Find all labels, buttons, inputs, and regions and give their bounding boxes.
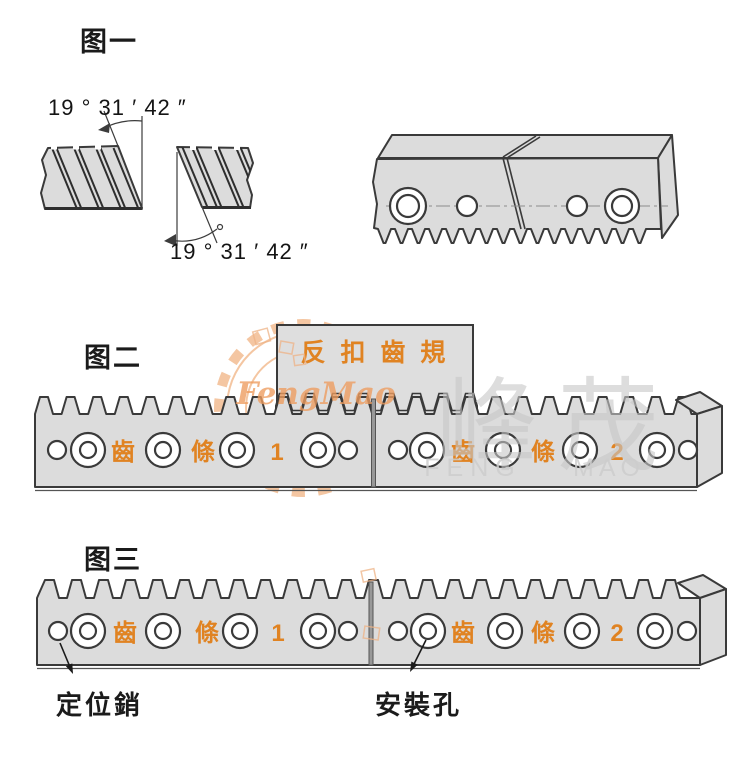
helix-angle-bottom: 19 ° 31 ′ 42 ″ — [170, 239, 309, 264]
counterbore-hole-inner — [153, 440, 173, 460]
arrowhead-icon — [98, 123, 110, 133]
rack2-name-char: 齒 — [451, 620, 475, 647]
gauge-block-border — [276, 324, 474, 414]
tooth-notch — [73, 144, 79, 150]
helix-block-left-stripes — [51, 147, 141, 209]
angle-dimension-top — [98, 110, 143, 210]
watermark-cubes-icon — [251, 327, 381, 641]
pin-hole — [387, 439, 409, 461]
rack2-name-char: 條 — [531, 439, 555, 466]
helix-block-right — [176, 146, 254, 209]
rack2-number: 2 — [610, 620, 623, 647]
mounting-hole-inner — [418, 621, 438, 641]
pin-hole — [676, 620, 698, 642]
arrowhead-icon — [410, 661, 418, 672]
watermark-cn-char: 峰 — [436, 370, 538, 484]
pin-hole — [337, 439, 359, 461]
positioning-pin-label: 定位銷 — [56, 690, 144, 720]
counterbore-hole-inner — [645, 621, 665, 641]
rack1-number: 1 — [270, 439, 283, 466]
figure3-label: 图三 — [84, 545, 142, 575]
rack-end-side — [699, 588, 727, 666]
figure2-label: 图二 — [84, 343, 142, 373]
joint-seam-line — [506, 136, 541, 159]
fig2-holes — [46, 431, 699, 469]
tooth-notch — [234, 145, 240, 150]
pin-hole — [565, 194, 589, 218]
mounting-hole-label: 安裝孔 — [375, 690, 463, 720]
rack1-number: 1 — [271, 620, 284, 647]
tooth-notch — [212, 145, 218, 150]
counterbore-hole-inner — [647, 440, 667, 460]
tooth-notch — [95, 144, 101, 150]
gauge-mesh-profile — [275, 392, 478, 412]
watermark-script-text: FengMao — [235, 376, 395, 412]
joint-seam-line — [502, 135, 537, 158]
rack2-number: 2 — [610, 439, 623, 466]
tooth-notch — [190, 145, 196, 150]
counterbore-hole-inner — [395, 193, 421, 219]
watermark-cn-char: 茂 — [557, 370, 659, 484]
mounting-hole-callout-leader — [410, 639, 427, 672]
counterbore-hole-inner — [78, 621, 98, 641]
counterbore-hole-inner — [78, 440, 98, 460]
rack-joint-seam — [368, 581, 374, 666]
joint-seam-line — [506, 157, 526, 230]
counterbore-hole-inner — [308, 621, 328, 641]
angle-dimension-bottom — [164, 152, 224, 246]
counterbore-hole-inner — [308, 440, 328, 460]
pin-hole — [677, 439, 699, 461]
counterbore-hole-inner — [153, 621, 173, 641]
tooth-notch — [51, 144, 57, 150]
watermark-en-text: FENG — [424, 454, 521, 482]
figure3-group: 齒 條 1 齒 條 2 — [36, 574, 727, 674]
pin-hole — [46, 439, 68, 461]
figure1-label: 图一 — [80, 27, 138, 57]
rack-end-side — [696, 405, 723, 488]
counterbore-hole-inner — [227, 440, 247, 460]
counterbore-hole-inner — [495, 621, 515, 641]
arrowhead-icon — [65, 663, 73, 674]
arrowhead-icon — [164, 234, 176, 246]
fig3-holes — [47, 612, 698, 650]
gauge-label: 反 扣 齒 規 — [301, 339, 450, 367]
counterbore-hole-inner — [610, 194, 634, 218]
counterbore-hole-inner — [230, 621, 250, 641]
rack-pair-fig2 — [34, 396, 698, 488]
figure2-group: 反 扣 齒 規 齒 條 1 齒 條 2 — [34, 324, 723, 492]
pin-hole — [387, 620, 409, 642]
joined-rack-3d — [372, 134, 679, 244]
counterbore-hole-inner — [417, 440, 437, 460]
rack-3d-holes — [388, 186, 641, 226]
joint-seam-line — [502, 157, 522, 230]
counterbore-hole-inner — [570, 440, 590, 460]
figure1-group — [40, 110, 679, 246]
watermark-front: FengMao 峰 茂 FENG MAO — [235, 327, 659, 641]
pin-callout-leader — [59, 642, 73, 674]
rack2-name-char: 條 — [531, 620, 555, 647]
rack2-name-char: 齒 — [451, 439, 475, 466]
dimension-endpoint-icon — [216, 223, 224, 231]
helix-angle-top: 19 ° 31 ′ 42 ″ — [48, 95, 187, 120]
rack1-name-char: 齒 — [111, 439, 135, 466]
positioning-pin-hole — [47, 620, 69, 642]
rack1-name-char: 條 — [195, 620, 219, 647]
rack1-name-char: 條 — [191, 439, 215, 466]
counterbore-hole-inner — [493, 440, 513, 460]
rack-joint-seam — [371, 398, 376, 488]
counterbore-hole-inner — [572, 621, 592, 641]
watermark-en-text: MAO — [573, 454, 645, 482]
pin-hole — [337, 620, 359, 642]
pin-hole — [455, 194, 479, 218]
rack1-name-char: 齒 — [113, 620, 137, 647]
